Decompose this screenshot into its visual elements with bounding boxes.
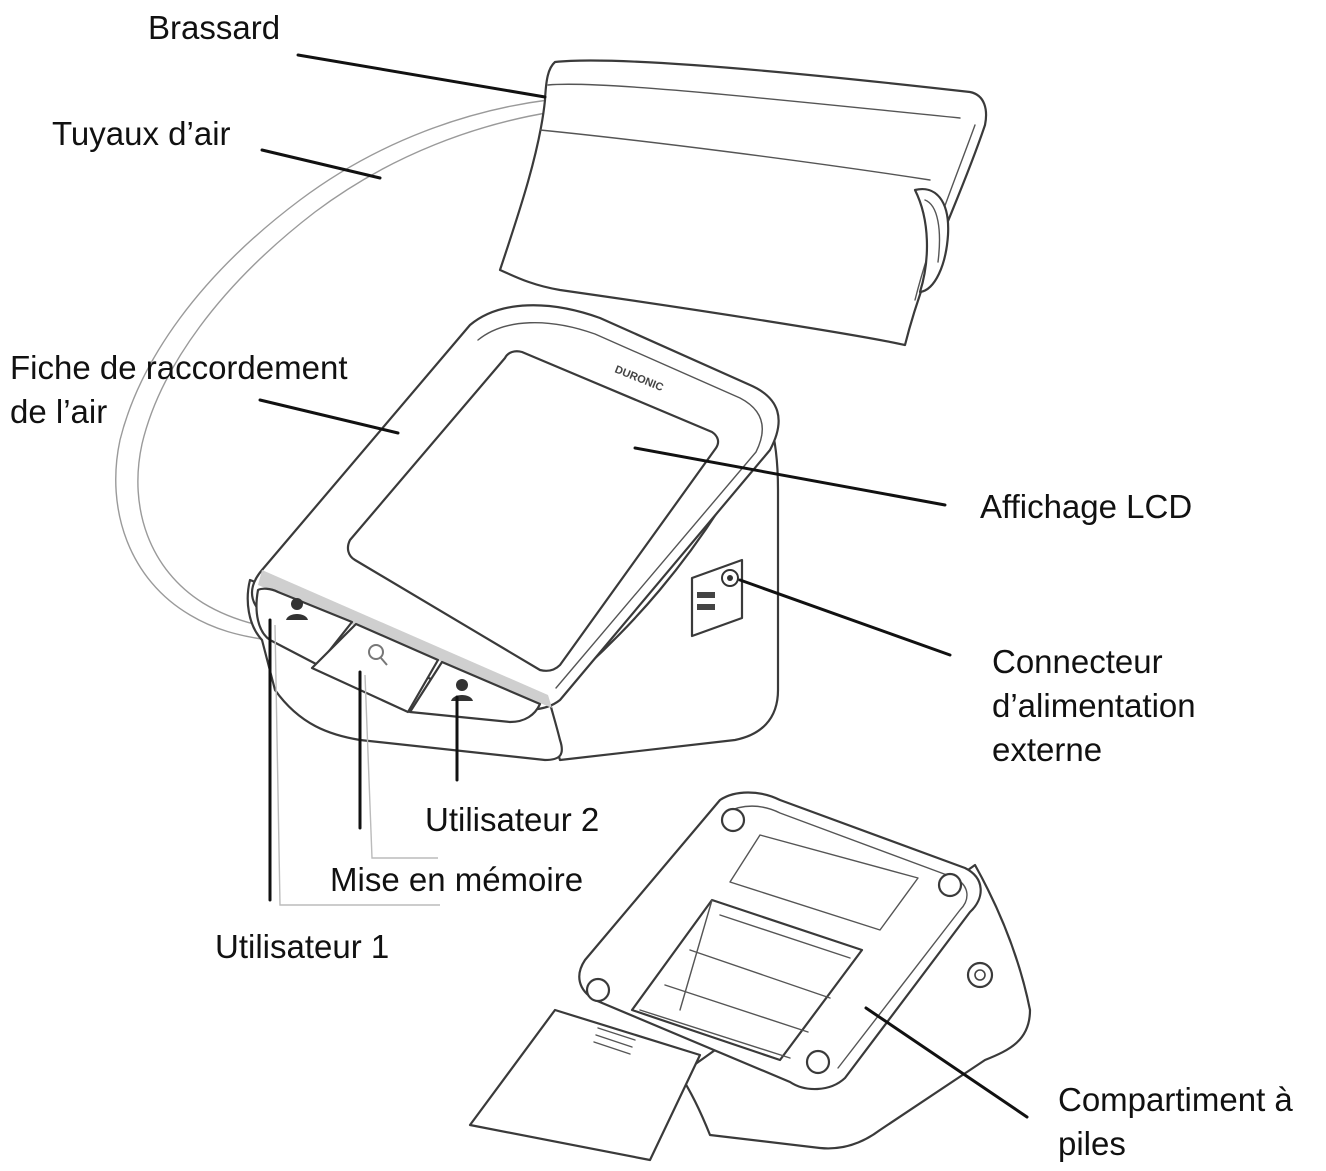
battery-cover bbox=[470, 1010, 700, 1160]
bottom-unit bbox=[470, 793, 1030, 1161]
label-affichage-lcd: Affichage LCD bbox=[980, 485, 1192, 529]
label-fiche-raccordement: Fiche de raccordement de l’air bbox=[10, 346, 348, 434]
leader-tuyaux bbox=[262, 150, 380, 178]
label-connecteur: Connecteur d’alimentation externe bbox=[992, 640, 1196, 772]
label-compartiment-piles: Compartiment à piles bbox=[1058, 1078, 1293, 1166]
label-mise-en-memoire: Mise en mémoire bbox=[330, 858, 583, 902]
cuff bbox=[500, 61, 986, 345]
label-brassard: Brassard bbox=[148, 6, 280, 50]
label-utilisateur-1: Utilisateur 1 bbox=[215, 925, 389, 969]
label-tuyaux-air: Tuyaux d’air bbox=[52, 112, 231, 156]
label-utilisateur-2: Utilisateur 2 bbox=[425, 798, 599, 842]
leader-brassard bbox=[298, 55, 545, 97]
